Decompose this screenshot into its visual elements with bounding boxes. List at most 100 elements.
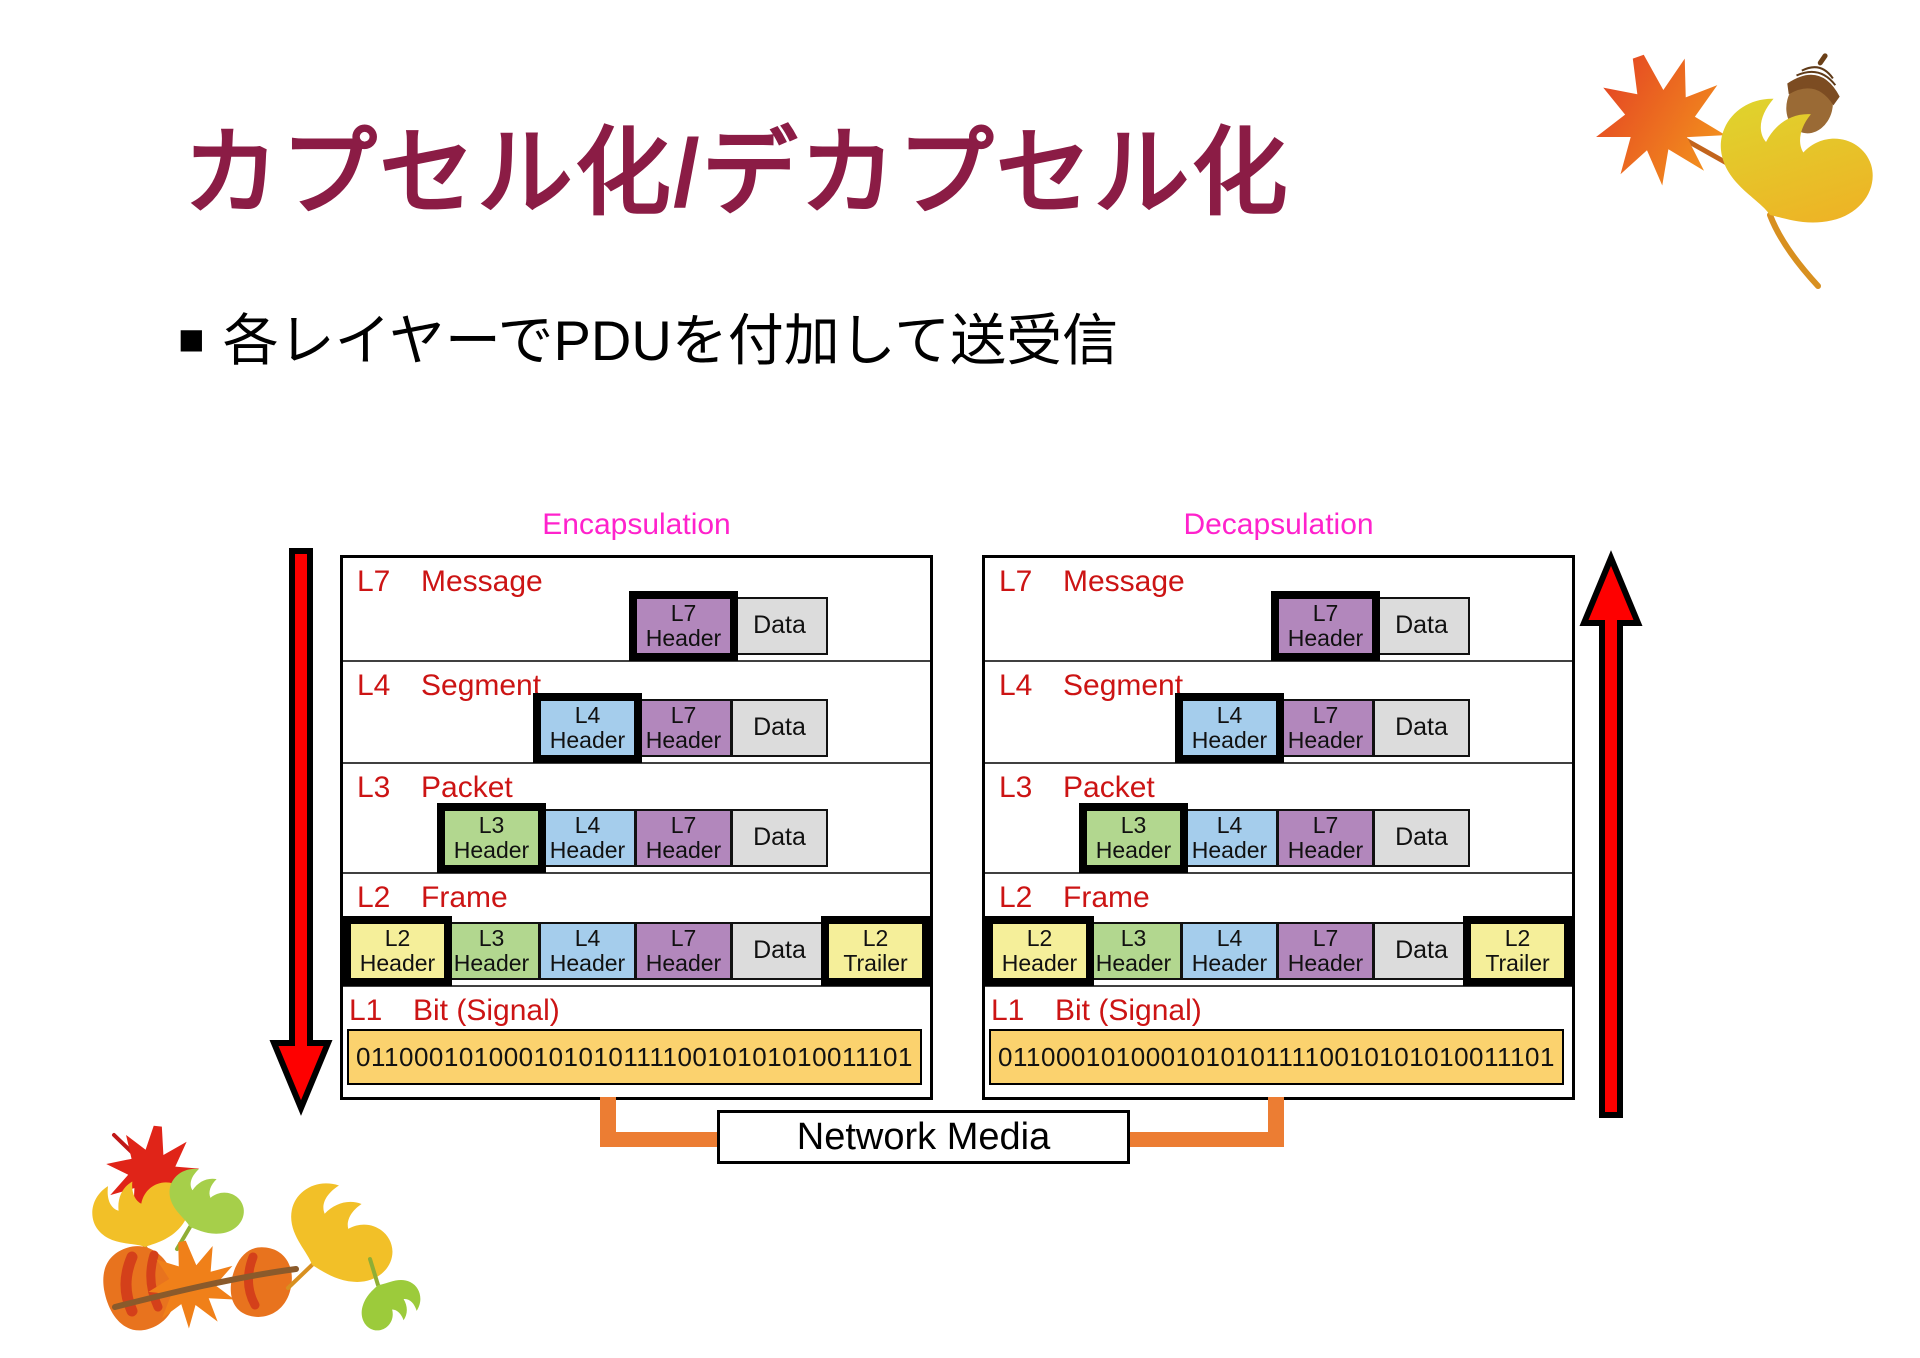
box-line: Header [453,837,530,863]
data-box: Data [731,597,828,655]
box-line: L7 [1312,599,1339,626]
twig-icon [112,1266,299,1310]
box-line: Header [1287,837,1364,863]
box-line: L4 [574,924,601,951]
bits-string: 01100010100010101011110010101010011101 [356,1041,913,1072]
bits-box: 01100010100010101011110010101010011101 [347,1029,922,1085]
layer-name: Segment [1063,669,1184,702]
layer-name: Segment [421,669,542,702]
bullet-text: 各レイヤーでPDUを付加して送受信 [222,309,1119,372]
box-line: L4 [574,701,601,728]
layer-label-l4: L4 Segment [357,669,541,703]
box-line: L7 [670,811,697,838]
box-line: Header [1287,625,1364,651]
box-line: Header [1287,950,1364,976]
layer-name: Message [421,565,543,598]
decapsulation-up-arrow-icon [1579,550,1643,1118]
box-line: Header [1001,950,1078,976]
layer-code: L4 [357,669,391,702]
layer-name: Bit (Signal) [1055,994,1202,1027]
layer-code: L2 [357,881,391,914]
striped-autumn-leaf-icon [93,1236,187,1339]
box-line: Header [549,727,626,753]
layer-code: L7 [999,565,1033,598]
box-line: Header [645,625,722,651]
small-green-ginkgo-leaf-icon [351,1257,429,1342]
box-line: L4 [1216,701,1243,728]
box-line: L7 [670,701,697,728]
bullet-line: ■ 各レイヤーでPDUを付加して送受信 [178,296,1118,377]
bullet-square-icon: ■ [178,315,205,364]
autumn-decoration-top-right [1579,39,1888,289]
layer-name: Message [1063,565,1185,598]
striped-autumn-leaf-icon [224,1241,299,1324]
box-line: Data [1395,713,1448,742]
layer-code: L3 [999,771,1033,804]
encapsulation-heading: Encapsulation [542,508,731,541]
bits-string: 01100010100010101011110010101010011101 [998,1041,1555,1072]
layer-row-l1: L1 Bit (Signal) 0110001010001010101111001… [985,987,1572,1089]
layer-label-l4: L4 Segment [999,669,1183,703]
box-line: L2 [384,924,411,951]
box-line: L3 [1120,924,1147,951]
box-line: L7 [670,924,697,951]
box-line: L4 [1216,811,1243,838]
data-box: Data [731,922,828,980]
box-line: Data [1395,823,1448,852]
box-line: Header [359,950,436,976]
box-line: L4 [574,811,601,838]
box-line: Header [645,950,722,976]
box-line: L7 [1312,811,1339,838]
box-line: Header [1095,837,1172,863]
box-line: Header [1095,950,1172,976]
layer-code: L3 [357,771,391,804]
layer-code: L1 [991,994,1025,1027]
box-line: L7 [1312,701,1339,728]
layer-code: L4 [999,669,1033,702]
box-line: L7 [1312,924,1339,951]
layer-label-l1: L1 Bit (Signal) [991,994,1202,1028]
box-line: Header [1191,837,1268,863]
ginkgo-leaf-icon [1703,87,1888,289]
box-line: Header [1287,727,1364,753]
box-line: Data [753,936,806,965]
maple-leaf-icon [1579,39,1738,199]
data-box: Data [731,699,828,757]
box-line: L3 [478,924,505,951]
box-line: Data [753,823,806,852]
box-line: Header [645,837,722,863]
box-line: Trailer [1485,950,1550,976]
layer-name: Bit (Signal) [413,994,560,1027]
connector-left-horizontal [600,1132,722,1147]
box-line: L4 [1216,924,1243,951]
layer-code: L2 [999,881,1033,914]
box-line: Data [753,713,806,742]
